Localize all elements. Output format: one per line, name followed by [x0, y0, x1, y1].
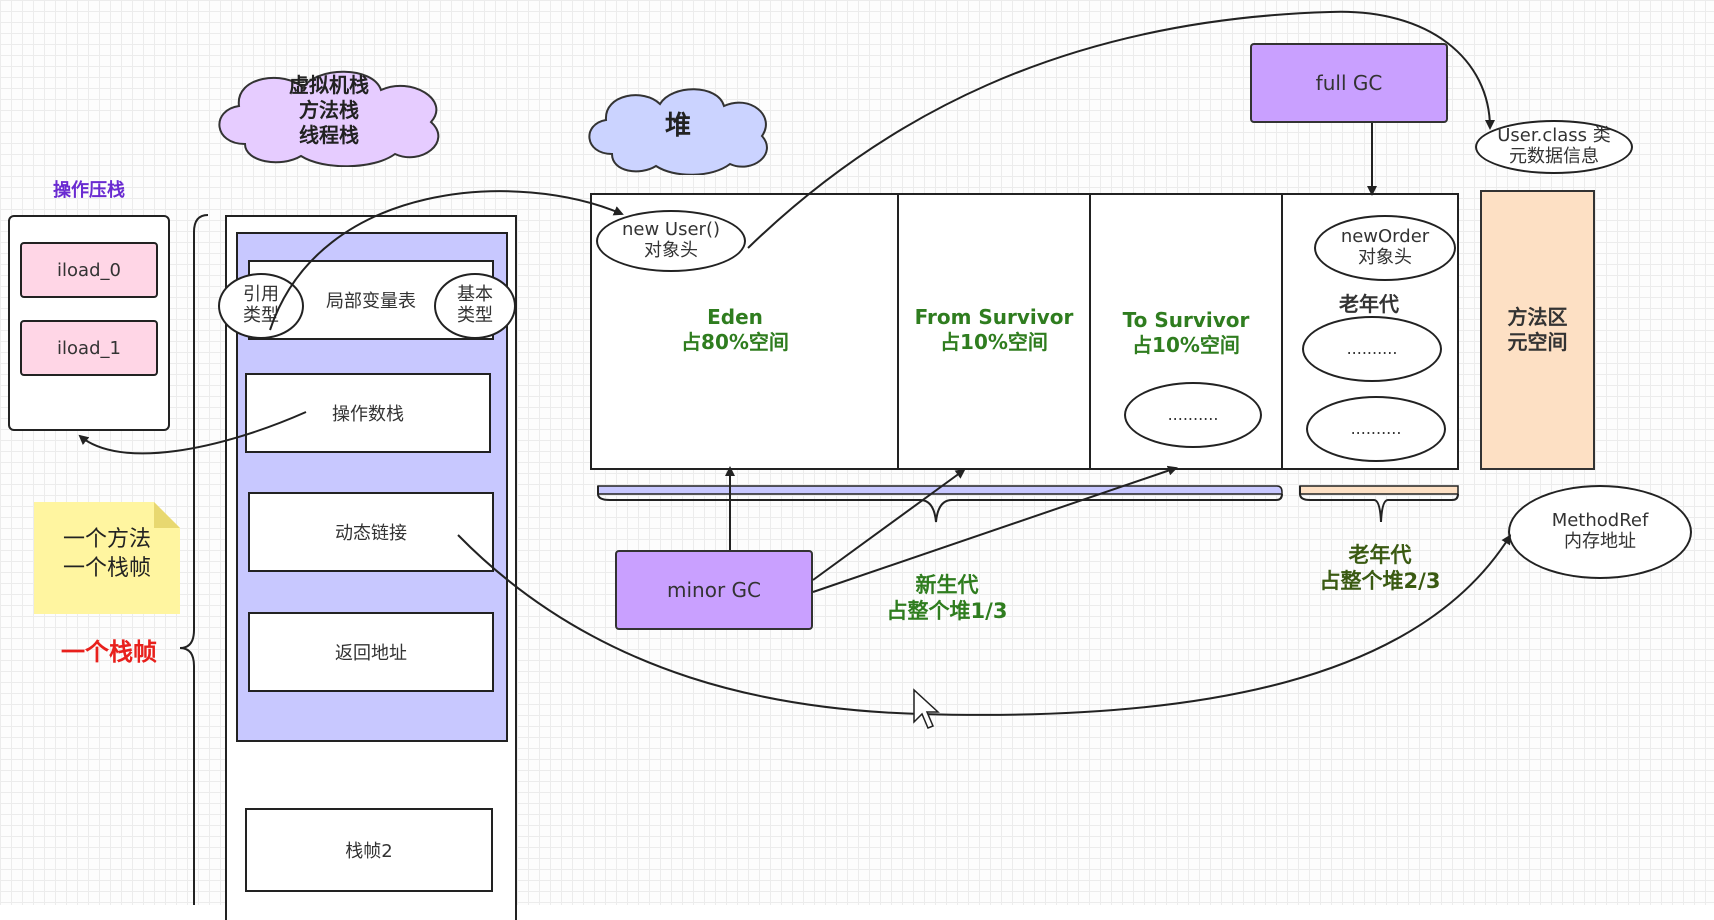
method-ref-ellipse: MethodRef 内存地址	[1508, 485, 1692, 579]
heap-cloud-label: 堆	[664, 111, 691, 141]
new-user-ellipse: new User() 对象头	[596, 210, 746, 272]
eden-label: Eden 占80%空间	[681, 305, 789, 354]
to-old-divider	[1281, 193, 1283, 470]
young-generation-bar	[597, 485, 1283, 495]
young-generation-label: 新生代 占整个堆1/3	[886, 573, 1008, 624]
to-survivor-object: ..........	[1124, 382, 1262, 448]
stack-frame-2-box: 栈帧2	[245, 808, 493, 892]
user-class-ellipse: User.class 类 元数据信息	[1475, 120, 1633, 174]
iload-1-item: iload_1	[20, 320, 158, 376]
reference-type-ellipse: 引用 类型	[218, 273, 304, 339]
basic-type-ellipse: 基本 类型	[434, 273, 516, 339]
vm-stack-cloud	[218, 70, 440, 167]
stack-frame-brace	[179, 214, 209, 905]
iload-0-item: iload_0	[20, 242, 158, 298]
dynamic-link-box: 动态链接	[248, 492, 494, 572]
new-order-ellipse: newOrder 对象头	[1314, 215, 1456, 281]
method-area-box: 方法区 元空间	[1480, 190, 1595, 470]
old-object-1: ..........	[1302, 316, 1442, 382]
vm-stack-cloud-label: 虚拟机栈 方法栈 线程栈	[289, 73, 369, 147]
operand-stack-box: 操作数栈	[245, 373, 491, 453]
sticky-note	[34, 502, 180, 614]
minor-gc-to-from-arrow	[812, 468, 966, 581]
old-object-2: ..........	[1306, 396, 1446, 462]
old-generation-label: 老年代 占整个堆2/3	[1319, 543, 1441, 594]
eden-from-divider	[897, 193, 899, 470]
operand-push-title: 操作压栈	[53, 180, 125, 201]
young-generation-brace	[597, 486, 1283, 523]
full-gc-box: full GC	[1250, 43, 1448, 123]
old-generation-brace	[1299, 486, 1459, 523]
old-generation-title: 老年代	[1339, 292, 1399, 316]
minor-gc-box: minor GC	[615, 550, 813, 630]
from-survivor-label: From Survivor 占10%空间	[914, 305, 1074, 354]
old-generation-bar	[1299, 485, 1459, 495]
from-to-divider	[1089, 193, 1091, 470]
stack-frame-label: 一个栈帧	[61, 638, 157, 666]
mouse-cursor-icon	[913, 688, 940, 729]
sticky-note-text: 一个方法 一个栈帧	[62, 527, 151, 581]
return-address-box: 返回地址	[248, 612, 494, 692]
to-survivor-label: To Survivor 占10%空间	[1122, 308, 1250, 357]
